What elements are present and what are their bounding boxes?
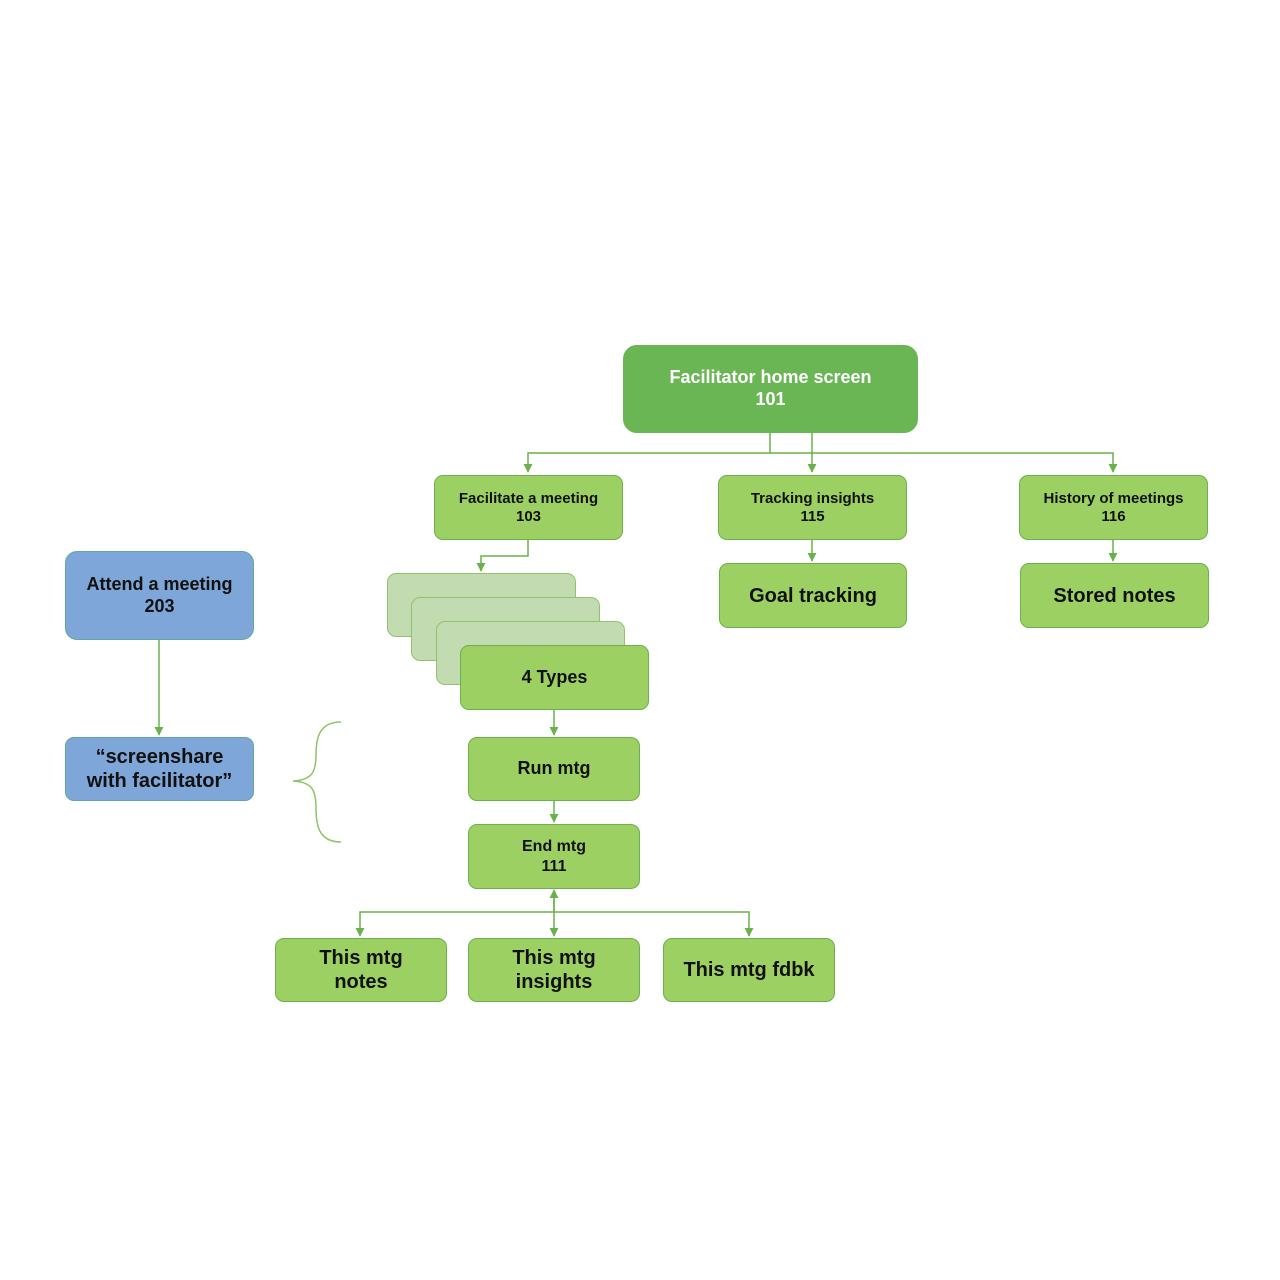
run-mtg-node: Run mtg xyxy=(468,737,640,801)
node-line-1: This mtg xyxy=(319,947,403,969)
tracking-insights-node: Tracking insights 115 xyxy=(718,475,907,540)
node-title: Facilitator home screen xyxy=(669,367,872,388)
four-types-node: 4 Types xyxy=(460,645,649,710)
node-label: Run mtg xyxy=(517,758,591,779)
screenshare-node: “screenshare with facilitator” xyxy=(65,737,254,801)
connector-home-to-history xyxy=(770,452,1118,473)
this-mtg-notes-node: This mtg notes xyxy=(275,938,447,1002)
attend-meeting-node: Attend a meeting 203 xyxy=(65,551,254,640)
node-code: 103 xyxy=(515,507,542,525)
node-label: 4 Types xyxy=(521,666,588,687)
goal-tracking-node: Goal tracking xyxy=(719,563,907,628)
node-label: This mtg fdbk xyxy=(683,959,815,981)
end-mtg-node: End mtg 111 xyxy=(468,824,640,889)
node-line-2: with facilitator” xyxy=(86,770,233,792)
this-mtg-insights-node: This mtg insights xyxy=(468,938,640,1002)
history-of-meetings-node: History of meetings 116 xyxy=(1019,475,1208,540)
node-code: 111 xyxy=(541,857,567,875)
connector-facilitate-to-types xyxy=(476,540,529,572)
node-code: 203 xyxy=(144,595,175,616)
node-title: History of meetings xyxy=(1043,489,1184,507)
facilitator-home-screen-node: Facilitator home screen 101 xyxy=(623,345,918,433)
node-title: End mtg xyxy=(522,838,586,856)
node-line-1: “screenshare xyxy=(95,746,224,768)
node-line-1: This mtg xyxy=(512,947,596,969)
node-title: Attend a meeting xyxy=(86,573,233,594)
connector-home-to-facilitate xyxy=(523,432,771,473)
facilitate-meeting-node: Facilitate a meeting 103 xyxy=(434,475,623,540)
node-code: 116 xyxy=(1101,507,1126,525)
stored-notes-node: Stored notes xyxy=(1020,563,1209,628)
connector-end-to-notes xyxy=(355,911,554,937)
node-code: 101 xyxy=(755,389,786,409)
node-line-2: notes xyxy=(334,971,388,993)
connector-end-to-fdbk xyxy=(554,911,754,937)
node-label: Stored notes xyxy=(1053,584,1176,607)
curly-brace xyxy=(292,721,342,843)
node-label: Goal tracking xyxy=(749,584,877,607)
node-line-2: insights xyxy=(515,971,593,993)
node-title: Tracking insights xyxy=(750,489,875,507)
node-title: Facilitate a meeting xyxy=(458,489,599,507)
node-code: 115 xyxy=(800,507,825,525)
this-mtg-fdbk-node: This mtg fdbk xyxy=(663,938,835,1002)
